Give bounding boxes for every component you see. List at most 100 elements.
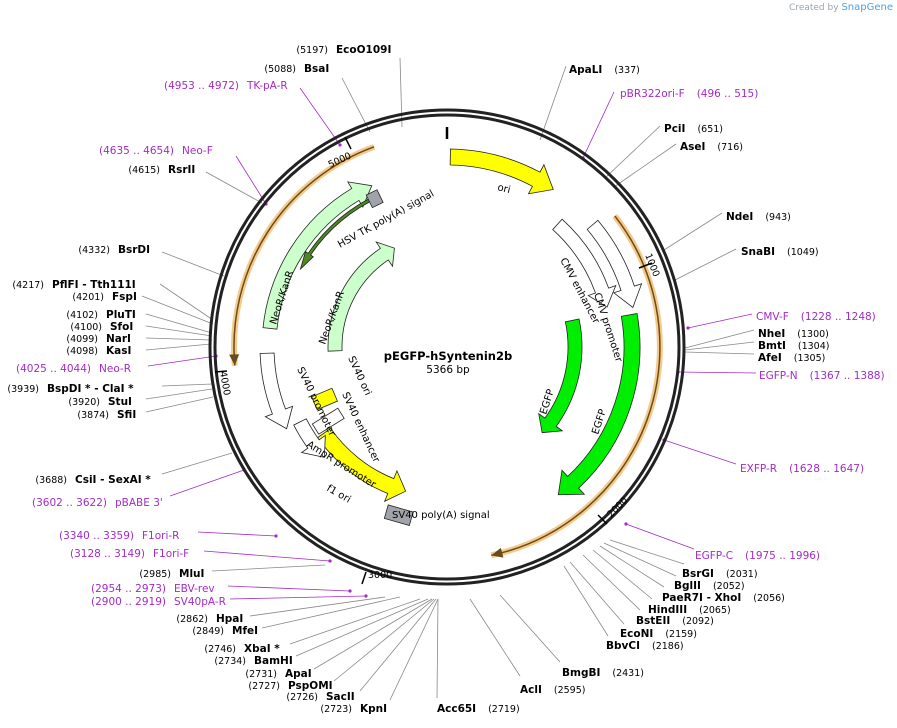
enzyme-fspi-label: FspI (112, 291, 137, 303)
primer-pbabe-3-leader (169, 469, 245, 497)
primer-cmv-f-leader (687, 313, 753, 329)
tick-label-3000: 3000 (368, 570, 392, 581)
enzyme-xbai-label: XbaI * (244, 643, 280, 655)
enzyme-sacii-leader (359, 598, 437, 692)
egfp-arrow-outer (557, 313, 641, 496)
snapgene-logo: SnapGene (841, 2, 893, 13)
hsv-tk-polya-box (365, 189, 384, 209)
enzyme-hindiii-position: (2065) (699, 605, 731, 616)
enzyme-bsteii-leader (582, 554, 641, 611)
primer-tk-pa-r-site (338, 143, 342, 147)
enzyme-csii-sexai-label: CsiI - SexAI * (75, 474, 151, 486)
enzyme-ndei-position: (943) (765, 212, 791, 223)
enzyme-rsrii-label: RsrII (168, 164, 195, 176)
enzyme-ecoo109i-leader (399, 57, 403, 128)
enzyme-bsrgi-position: (2031) (726, 569, 758, 580)
sv40-polya-box (383, 504, 414, 527)
primer-sv40pa-r-leader (229, 595, 367, 600)
orf-arc-egfp-head (491, 547, 504, 558)
enzyme-pluti-position: (4102) (66, 310, 98, 321)
enzyme-pspomi-position: (2727) (248, 681, 280, 692)
enzyme-mfei-position: (2849) (192, 626, 224, 637)
primer-egfp-n-leader (677, 371, 757, 374)
primer-exfp-r-leader (663, 439, 737, 465)
enzyme-hindiii-label: HindIII (648, 604, 687, 616)
primer-ebv-rev-label: EBV-rev (174, 583, 215, 595)
primer-ebv-rev-leader (227, 585, 351, 592)
primer-neo-f-leader (235, 155, 267, 205)
enzyme-pspomi-leader (333, 598, 435, 682)
enzyme-bspdi-clai-leader (161, 383, 213, 387)
plasmid-name: pEGFP-hSyntenin2b (384, 349, 512, 363)
primer-pbr322ori-f-position: (496 .. 515) (697, 88, 759, 100)
enzyme-bmti-label: BmtI (758, 340, 786, 352)
orf-arc-egfp (491, 215, 661, 557)
enzyme-bglii-position: (2052) (713, 581, 745, 592)
enzyme-paer7i-xhoi-leader (599, 545, 665, 588)
enzyme-mlui-leader (211, 564, 326, 572)
enzyme-kpni-position: (2723) (320, 704, 352, 715)
primer-pbr322ori-f-label: pBR322ori-F (620, 88, 685, 100)
enzyme-csii-sexai-position: (3688) (35, 475, 67, 486)
enzyme-stui-label: StuI (108, 396, 132, 408)
primer-tk-pa-r-label: TK-pA-R (246, 80, 288, 92)
enzyme-bmgbi-position: (2431) (612, 668, 644, 679)
enzyme-bglii-label: BglII (674, 580, 701, 592)
enzyme-bsrgi-leader (609, 539, 685, 565)
feature-label-ori: ori (496, 182, 511, 196)
enzyme-bbvci-position: (2186) (652, 641, 684, 652)
primer-f1ori-r-site (274, 534, 278, 538)
enzyme-sacii-position: (2726) (286, 692, 318, 703)
enzyme-ecoo109i-label: EcoO109I (336, 44, 391, 56)
enzyme-sfii-position: (3874) (77, 410, 109, 421)
primer-f1ori-r-label: F1ori-R (142, 530, 179, 542)
enzyme-csii-sexai-leader (161, 452, 233, 475)
enzyme-sacii-label: SacII (326, 691, 355, 703)
enzyme-bamhi-leader (295, 598, 429, 657)
backbone-outer (208, 108, 686, 586)
backbone-inner (213, 113, 681, 581)
primer-f1ori-f-label: F1ori-F (153, 548, 189, 560)
enzyme-kasi-label: KasI (106, 345, 131, 357)
enzyme-hpai-leader (249, 596, 386, 617)
enzyme-bsai-position: (5088) (264, 64, 296, 75)
orf-arc-neo-head (229, 354, 240, 366)
enzyme-apai-position: (2731) (245, 669, 277, 680)
enzyme-bamhi-position: (2734) (214, 656, 246, 667)
enzyme-sfii-label: SfiI (117, 409, 136, 421)
tick-mark-5000 (344, 136, 352, 150)
primer-pbr322ori-f-leader (582, 91, 615, 159)
tick-mark-3000 (361, 571, 367, 585)
primer-neo-f-label: Neo-F (182, 145, 213, 157)
enzyme-apali-label: ApaLI (569, 64, 602, 76)
enzyme-bmgbi-leader (499, 594, 561, 663)
primer-exfp-r-position: (1628 .. 1647) (789, 463, 864, 475)
primer-ebv-rev-position: (2954 .. 2973) (91, 583, 166, 595)
primer-f1ori-r-leader (197, 531, 277, 537)
primer-exfp-r-label: EXFP-R (740, 463, 777, 475)
enzyme-econi-position: (2159) (665, 629, 697, 640)
enzyme-bmgbi-label: BmgBI (562, 667, 600, 679)
enzyme-mfei-leader (261, 596, 401, 629)
enzyme-acli-position: (2595) (554, 685, 586, 696)
enzyme-hindiii-leader (592, 549, 653, 600)
tick-label-4000: 4000 (217, 371, 232, 397)
enzyme-bsteii-position: (2092) (682, 616, 714, 627)
enzyme-mfei-label: MfeI (232, 625, 258, 637)
enzyme-stui-position: (3920) (68, 397, 100, 408)
primer-f1ori-f-site (328, 559, 332, 563)
primer-tk-pa-r-leader (299, 87, 341, 146)
primer-f1ori-r-position: (3340 .. 3359) (59, 530, 134, 542)
enzyme-stui-leader (145, 388, 213, 400)
enzyme-kpni-leader (389, 598, 439, 701)
enzyme-kasi-position: (4098) (66, 346, 98, 357)
enzyme-mlui-position: (2985) (139, 569, 171, 580)
enzyme-bsrdi-position: (4332) (78, 245, 110, 256)
enzyme-sfii-leader (145, 396, 214, 413)
enzyme-bbvci-leader (563, 565, 609, 637)
snapgene-credit: Created by SnapGene (789, 2, 893, 13)
enzyme-apai-leader (313, 598, 433, 670)
enzyme-mlui-label: MluI (179, 568, 204, 580)
tick-mark-1000 (638, 262, 653, 269)
enzyme-acc65i-leader (436, 598, 439, 699)
